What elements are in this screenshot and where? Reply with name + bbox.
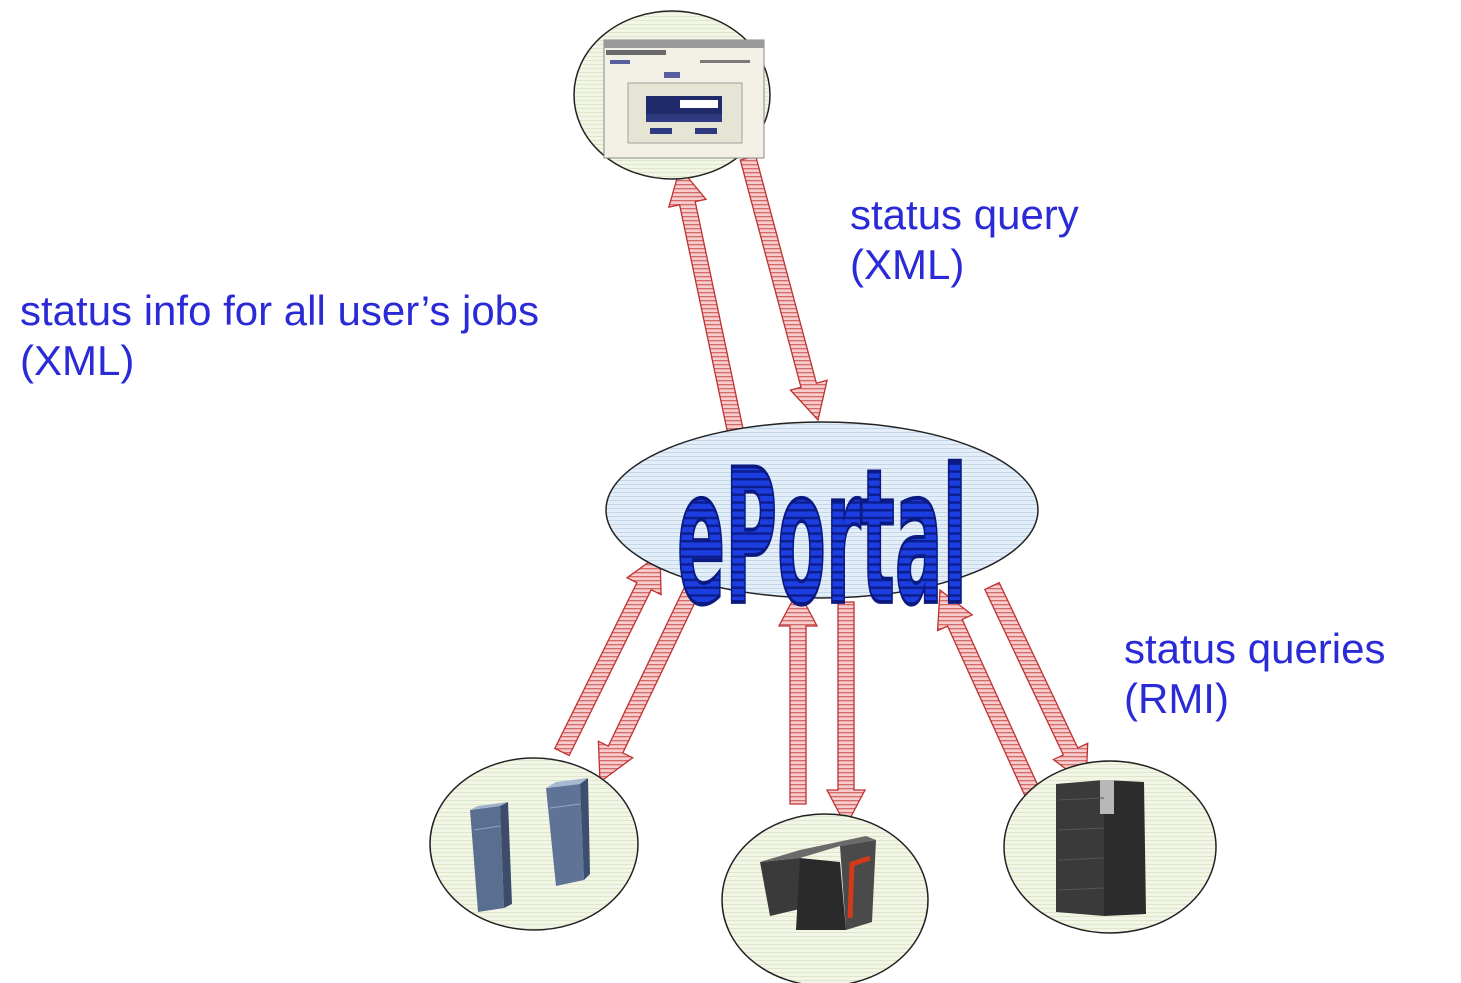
arrow-up-from-center <box>777 588 819 805</box>
status-queries-label: status queries (RMI) <box>1124 624 1385 724</box>
supercomputer-node[interactable] <box>721 813 929 983</box>
status-query-label: status query (XML) <box>850 190 1079 290</box>
supercomputer-icon <box>760 836 876 930</box>
status-query-line2: (XML) <box>850 241 965 288</box>
status-info-label: status info for all user’s jobs (XML) <box>20 286 539 386</box>
status-info-line2: (XML) <box>20 337 135 384</box>
status-info-line1: status info for all user’s jobs <box>20 287 540 334</box>
server-cluster-node[interactable] <box>429 757 639 931</box>
arrow-down-to-left <box>597 585 701 784</box>
web-browser-screenshot-icon <box>603 39 765 159</box>
status-queries-line1: status queries <box>1124 625 1386 672</box>
server-rack-icon <box>1056 780 1146 916</box>
arrow-up-from-left <box>553 552 662 757</box>
eportal-node[interactable]: ePortal <box>605 421 1039 648</box>
arrow-up-to-client <box>667 166 745 437</box>
web-client-node[interactable] <box>573 10 771 180</box>
arrow-up-from-right <box>936 588 1041 797</box>
server-towers-icon <box>470 778 590 912</box>
arrow-down-to-right <box>983 581 1089 786</box>
arrow-down-to-eportal <box>739 155 828 422</box>
arrows-group <box>553 155 1089 828</box>
server-rack-node[interactable] <box>1003 760 1217 934</box>
status-query-line1: status query <box>850 191 1079 238</box>
eportal-title: ePortal <box>677 430 967 646</box>
status-queries-line2: (RMI) <box>1124 675 1229 722</box>
arrow-down-to-center <box>825 601 867 828</box>
